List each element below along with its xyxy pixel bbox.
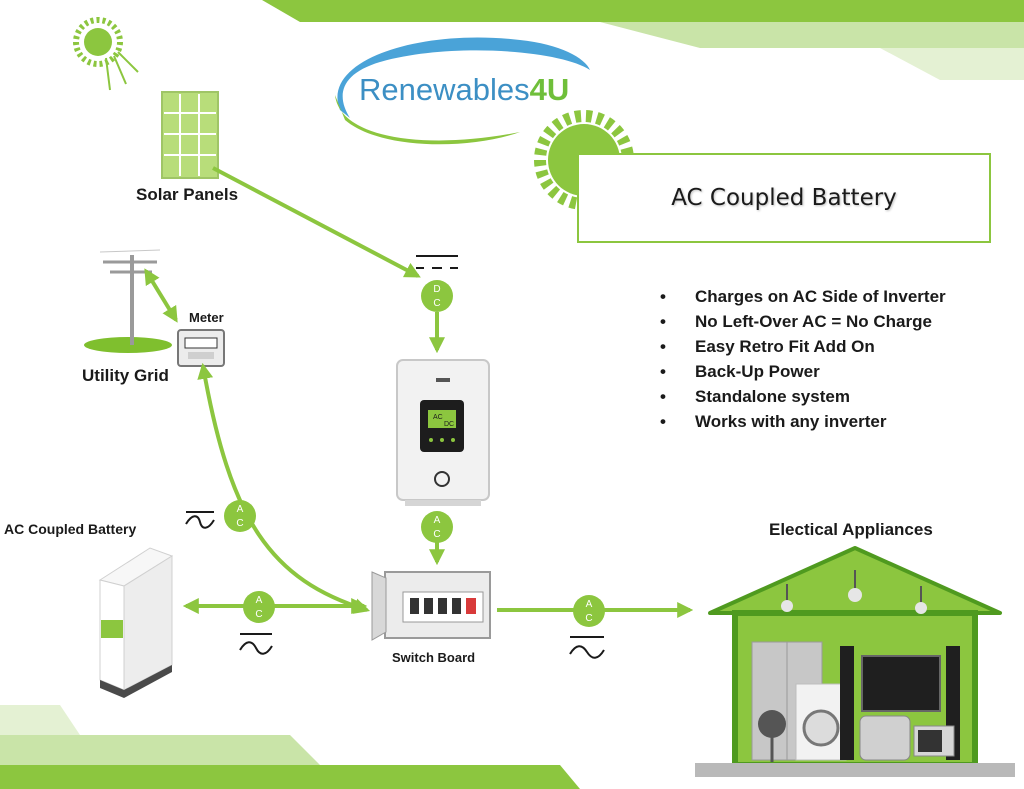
ac-badge-grid-bottom: C	[236, 518, 243, 529]
ac-badge-house-top: A	[586, 599, 593, 610]
inverter-display-line1: AC	[433, 414, 443, 421]
appliances-group	[751, 570, 960, 762]
logo-suffix: 4U	[529, 72, 570, 107]
label-switch-board: Switch Board	[392, 650, 476, 665]
utility-pole-icon	[84, 249, 172, 353]
ac-badge-house-bottom: C	[585, 613, 592, 624]
ac-badge-battery	[243, 591, 275, 623]
feature-item: Easy Retro Fit Add On	[660, 334, 946, 359]
feature-list: Charges on AC Side of Inverter No Left-O…	[660, 284, 946, 434]
ac-symbol-icon	[569, 636, 605, 659]
label-utility-grid: Utility Grid	[82, 366, 169, 385]
arrow-grid-meter-switchboard	[197, 362, 371, 614]
ac-badge-inverter-top: A	[434, 515, 441, 526]
label-meter: Meter	[189, 310, 224, 325]
feature-item: Works with any inverter	[660, 409, 946, 434]
feature-item: No Left-Over AC = No Charge	[660, 309, 946, 334]
ac-symbol-icon	[185, 511, 215, 529]
dc-badge-bottom: C	[433, 298, 440, 309]
label-solar-panels: Solar Panels	[136, 185, 239, 204]
decor-bottom-left	[0, 705, 580, 789]
label-appliances: Electical Appliances	[769, 520, 933, 539]
title-box: AC Coupled Battery	[577, 153, 991, 243]
decor-top-right	[262, 0, 1024, 80]
ac-symbol-icon	[239, 633, 273, 655]
ac-badge-battery-top: A	[256, 595, 263, 606]
feature-item: Charges on AC Side of Inverter	[660, 284, 946, 309]
battery-icon	[98, 547, 174, 698]
logo-prefix: Renewables	[359, 72, 530, 107]
ac-badge-grid-top: A	[237, 504, 244, 515]
ac-badge-grid	[224, 500, 256, 532]
dc-badge-top: D	[433, 284, 440, 295]
arrow-solar-to-inverter	[212, 166, 421, 278]
logo-text: Renewables4U	[359, 72, 569, 108]
ac-badge-house	[573, 595, 605, 627]
page-title: AC Coupled Battery	[671, 185, 897, 211]
dc-symbol-icon	[416, 255, 458, 269]
ac-badge-battery-bottom: C	[255, 609, 262, 620]
feature-item: Standalone system	[660, 384, 946, 409]
inverter-display-line2: DC	[444, 421, 454, 428]
label-battery: AC Coupled Battery	[4, 521, 137, 537]
feature-item: Back-Up Power	[660, 359, 946, 384]
switch-board-icon	[371, 571, 491, 641]
sun-icon	[73, 17, 139, 91]
solar-panel-icon	[161, 91, 219, 179]
ac-badge-inverter	[421, 511, 453, 543]
dc-badge	[421, 280, 453, 312]
arrow-pole-meter	[144, 268, 178, 323]
meter-icon	[177, 329, 225, 367]
inverter-icon	[396, 359, 490, 506]
ac-badge-inverter-bottom: C	[433, 529, 440, 540]
